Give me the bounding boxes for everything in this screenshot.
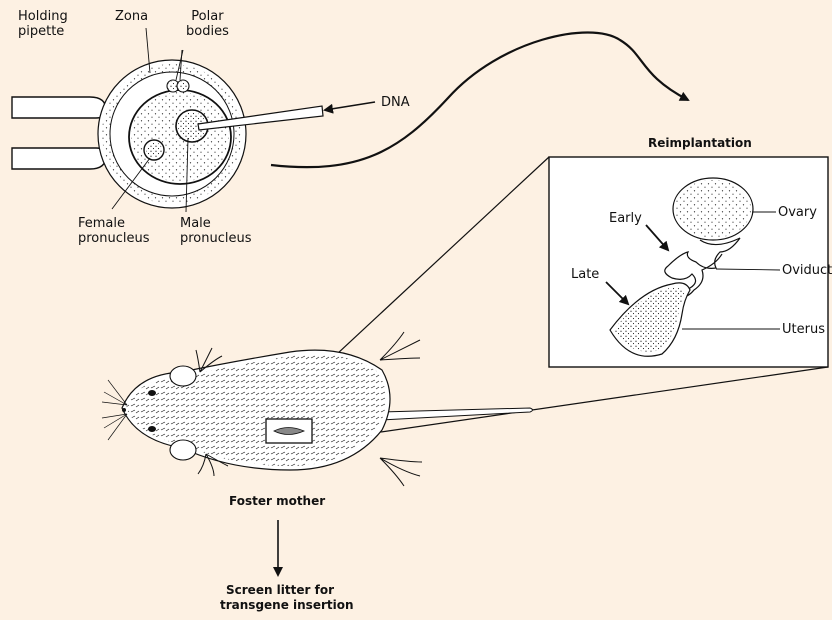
late-label: Late [571, 267, 599, 282]
ovary-label: Ovary [778, 205, 817, 220]
screen-litter-label: Screen litter for transgene insertion [220, 583, 340, 613]
mouse-illustration [102, 332, 533, 486]
reimplantation-title: Reimplantation [648, 136, 752, 151]
early-label: Early [609, 211, 642, 226]
transfer-arrow-icon [271, 32, 688, 167]
holding-pipette [12, 97, 106, 169]
zygote-illustration [98, 60, 323, 208]
zona-label: Zona [115, 9, 148, 24]
oviduct-label: Oviduct [782, 263, 832, 278]
dna-arrow-icon [325, 102, 375, 110]
male-pronucleus-label: Male pronucleus [180, 216, 252, 246]
polar-bodies-label: Polar bodies [186, 9, 229, 39]
dna-label: DNA [381, 95, 410, 110]
uterus-label: Uterus [782, 322, 825, 337]
female-pronucleus-label: Female pronucleus [78, 216, 150, 246]
holding-pipette-label: Holding pipette [18, 9, 68, 39]
foster-mother-label: Foster mother [229, 494, 325, 509]
